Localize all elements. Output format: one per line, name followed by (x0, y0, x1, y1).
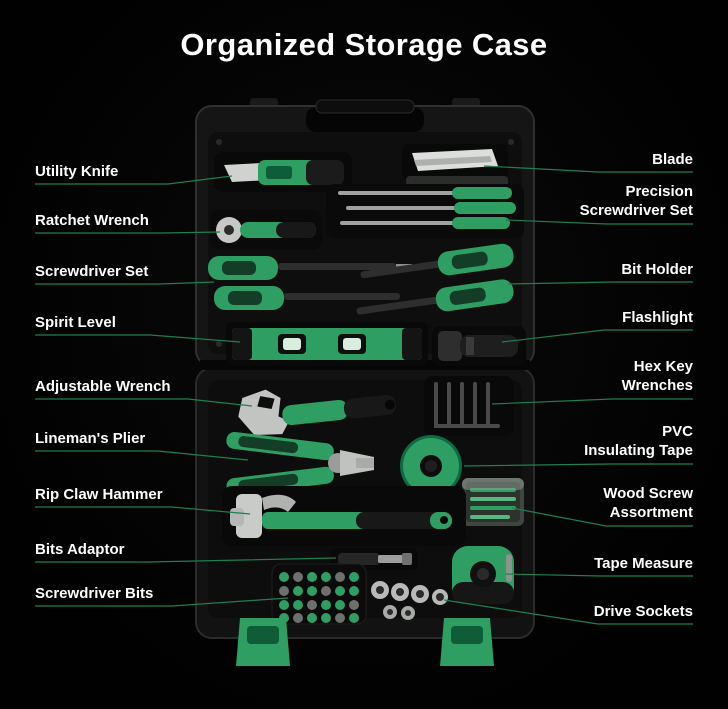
tape-measure-art (452, 546, 514, 604)
label-lineman-plier: Lineman's Plier (35, 430, 146, 447)
label-flashlight: Flashlight (622, 309, 693, 326)
pvc-tape-art (400, 435, 462, 497)
callout-line-spirit-level (35, 334, 241, 343)
label-adjustable-wrench: Adjustable Wrench (35, 378, 171, 395)
callout-line-pvc-insulating-tape (463, 463, 693, 467)
wood-screws-art (462, 478, 524, 526)
label-blade: Blade (652, 151, 693, 168)
ratchet-wrench-art (210, 210, 322, 250)
callout-line-flashlight (501, 329, 693, 343)
label-utility-knife: Utility Knife (35, 163, 119, 180)
label-screwdriver-bits: Screwdriver Bits (35, 585, 154, 602)
callout-line-rip-claw-hammer (35, 506, 251, 515)
label-ratchet-wrench: Ratchet Wrench (35, 212, 149, 229)
label-drive-sockets: Drive Sockets (593, 603, 693, 620)
screwdriver-set-art (208, 243, 514, 315)
label-wood-screw-assortment: Wood Screw Assortment (603, 485, 693, 521)
callout-line-bits-adaptor (35, 557, 337, 563)
label-hex-key-wrenches: Hex Key Wrenches (621, 358, 693, 394)
precision-screwdrivers-art (326, 184, 524, 238)
spirit-level-art (226, 322, 428, 366)
flashlight-art (432, 326, 526, 366)
utility-knife-art (214, 152, 352, 192)
latch-left-art (236, 618, 290, 666)
page-title: Organized Storage Case (180, 27, 548, 62)
callout-line-adjustable-wrench (35, 398, 253, 407)
latch-right-art (440, 618, 494, 666)
label-pvc-insulating-tape: PVC Insulating Tape (584, 423, 693, 459)
callout-line-blade (483, 165, 693, 173)
label-bits-adaptor: Bits Adaptor (35, 541, 125, 558)
label-tape-measure: Tape Measure (594, 555, 693, 572)
drive-sockets-art (371, 581, 448, 620)
adjustable-wrench-art (238, 389, 396, 436)
callout-line-wood-screw-assortment (511, 507, 693, 527)
screwdriver-bits-art (271, 563, 367, 625)
label-rip-claw-hammer: Rip Claw Hammer (35, 486, 163, 503)
label-precision-screwdriver-set: Precision Screwdriver Set (579, 183, 693, 219)
callout-line-screwdriver-bits (35, 597, 289, 607)
lineman-plier-art (226, 431, 374, 496)
hammer-art (222, 486, 466, 546)
callout-line-utility-knife (35, 175, 233, 185)
callout-line-drive-sockets (443, 599, 693, 625)
callout-line-precision-screwdrivers (505, 219, 693, 225)
bit-holder-driver-2 (356, 279, 514, 315)
callout-line-screwdriver-set (35, 281, 215, 285)
callout-line-bit-holder (507, 281, 693, 285)
bit-holder-driver-1 (360, 243, 514, 279)
callout-line-ratchet-wrench (35, 231, 221, 234)
callout-line-lineman-plier (35, 450, 249, 461)
callout-line-hex-key-wrenches (491, 398, 693, 405)
label-spirit-level: Spirit Level (35, 314, 116, 331)
label-bit-holder: Bit Holder (621, 261, 693, 278)
callout-line-tape-measure (505, 573, 693, 577)
hex-keys-art (424, 376, 514, 436)
label-screwdriver-set: Screwdriver Set (35, 263, 149, 280)
